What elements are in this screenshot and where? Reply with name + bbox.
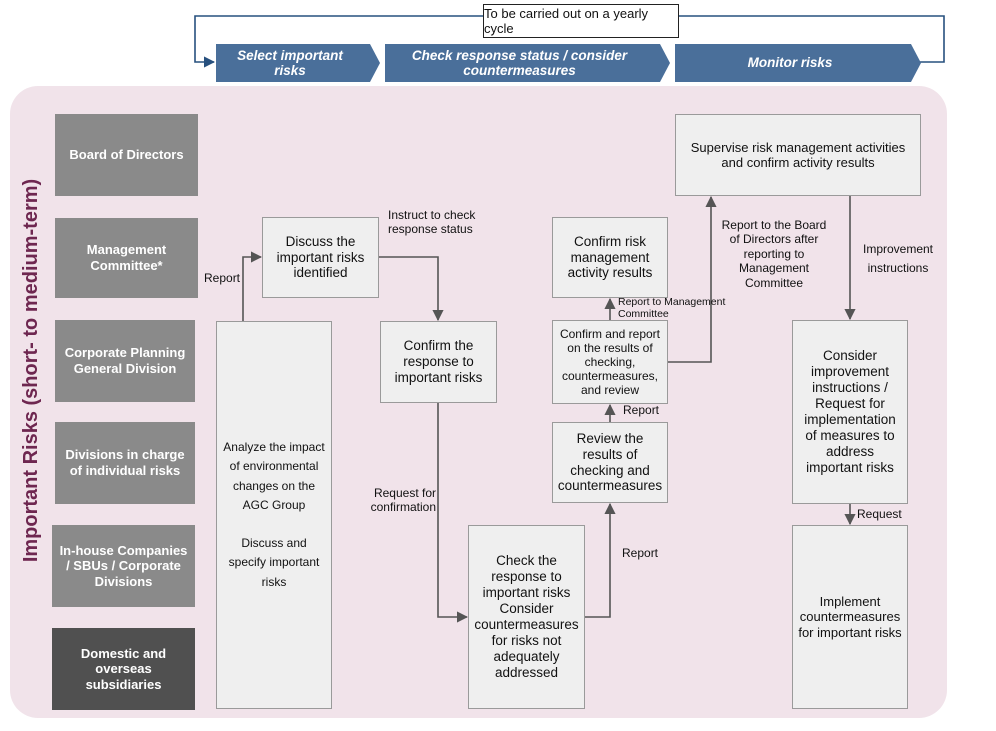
role-subsidiaries: Domestic and overseas subsidiaries: [52, 628, 195, 710]
box-analyze-impact: Analyze the impact of environmental chan…: [216, 321, 332, 709]
side-label: Important Risks (short- to medium-term): [14, 150, 50, 590]
label-report-3: Report: [623, 403, 660, 417]
label-instruct: Instruct to check response status: [388, 208, 476, 237]
role-divisions-individual-risks: Divisions in charge of individual risks: [55, 422, 195, 504]
label-improvement-instructions: Improvement instructions: [862, 242, 934, 276]
side-label-text: Important Risks (short- to medium-term): [20, 178, 43, 562]
box-supervise: Supervise risk management activities and…: [675, 114, 921, 196]
role-management-committee: Management Committee*: [55, 218, 198, 298]
role-corporate-planning: Corporate Planning General Division: [55, 320, 195, 402]
phase-select-important-risks: Select important risks: [237, 47, 343, 78]
box-discuss-important-risks: Discuss the important risks identified: [262, 217, 379, 298]
label-report-to-management: Report to Management Committee: [618, 296, 726, 321]
label-request-confirmation: Request for confirmation: [370, 486, 436, 515]
label-report-1: Report: [204, 271, 241, 285]
box-implement-countermeasures: Implement countermeasures for important …: [792, 525, 908, 709]
box-consider-improvement: Consider improvement instructions / Requ…: [792, 320, 908, 504]
role-in-house-companies: In-house Companies / SBUs / Corporate Di…: [52, 525, 195, 607]
label-report-2: Report: [622, 546, 659, 560]
role-board-of-directors: Board of Directors: [55, 114, 198, 196]
box-confirm-and-report: Confirm and report on the results of che…: [552, 320, 668, 404]
cycle-label: To be carried out on a yearly cycle: [483, 4, 679, 38]
label-report-to-board: Report to the Board of Directors after r…: [721, 218, 827, 290]
phase-check-response-status: Check response status / consider counter…: [411, 47, 628, 78]
box-check-response: Check the response to important risks Co…: [468, 525, 585, 709]
label-request: Request: [857, 507, 902, 521]
box-confirm-response: Confirm the response to important risks: [380, 321, 497, 403]
box-confirm-activity-results: Confirm risk management activity results: [552, 217, 668, 298]
phase-monitor-risks: Monitor risks: [747, 55, 833, 71]
box-review-results: Review the results of checking and count…: [552, 422, 668, 503]
